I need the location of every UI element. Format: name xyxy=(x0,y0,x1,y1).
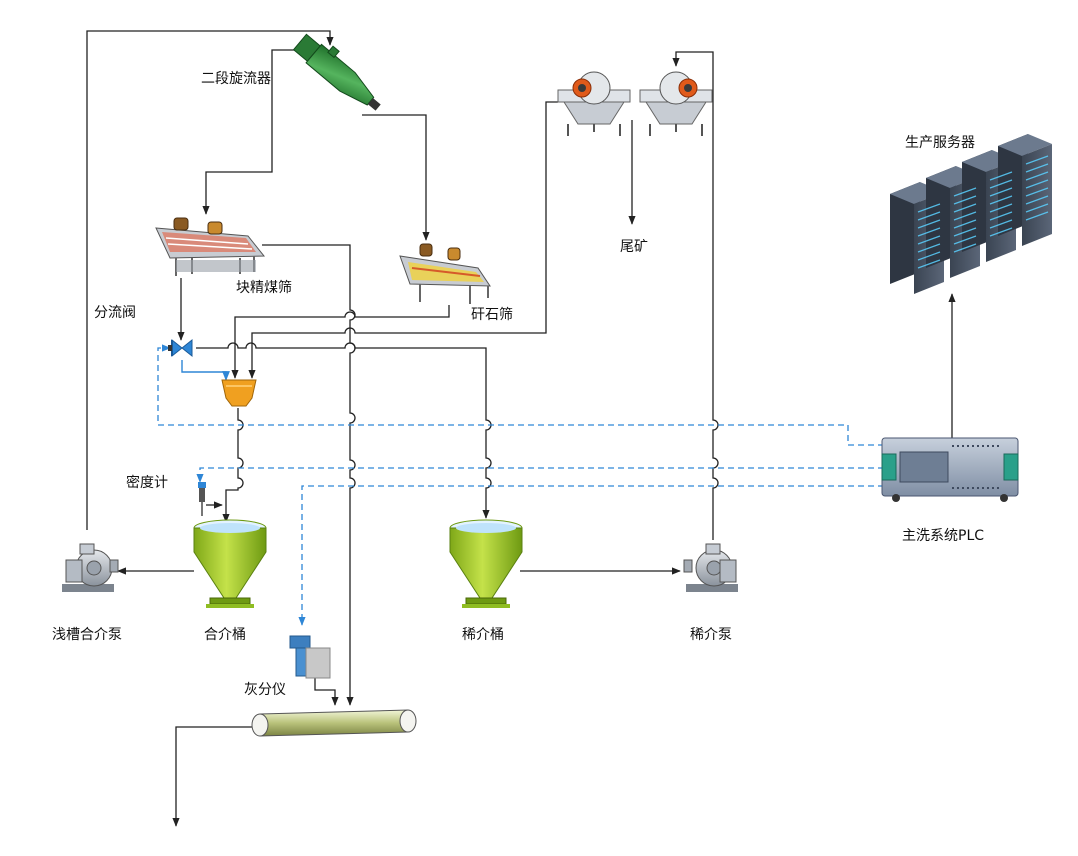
dilute-medium-pump-label: 稀介泵 xyxy=(690,627,732,643)
server-rack-icon xyxy=(890,134,1052,294)
process-lines xyxy=(86,30,956,827)
valve-to-hopper-link xyxy=(181,360,230,381)
cone-tank-icon xyxy=(193,519,267,608)
cyclone-icon xyxy=(292,33,381,111)
plc-to-densimeter-signal xyxy=(196,467,884,483)
magnetic-separator-icon xyxy=(557,71,631,136)
magnetic-separator-icon xyxy=(639,71,713,136)
ash-analyzer-label: 灰分仪 xyxy=(244,682,286,698)
gangue-screen-to-hopper-line xyxy=(231,305,450,379)
valve-to-dilute-tank-line xyxy=(196,342,492,519)
pump-to-cyclone-line xyxy=(86,30,334,530)
vibrating-screen-icon xyxy=(399,243,491,304)
gangue-screen-label: 矸石筛 xyxy=(471,307,513,323)
qualified-medium-tank-label: 合介桶 xyxy=(204,627,246,643)
separator-to-hopper-line xyxy=(248,101,558,379)
production-server-label: 生产服务器 xyxy=(905,135,975,151)
cyclone-to-gangue-screen-line xyxy=(362,114,430,241)
densimeter-label: 密度计 xyxy=(126,475,168,491)
centrifugal-pump-icon xyxy=(62,543,119,592)
shallow-slot-pump-label: 浅槽合介泵 xyxy=(52,627,122,643)
cyclone-label: 二段旋流器 xyxy=(201,71,271,87)
vibrating-screen-icon xyxy=(155,217,266,276)
cone-tank-icon xyxy=(449,519,523,608)
plc-to-analyzer-signal xyxy=(298,485,884,626)
main-plc-label: 主洗系统PLC xyxy=(902,528,985,544)
plc-controller-icon xyxy=(881,437,1019,502)
lump-clean-screen-label: 块精煤筛 xyxy=(236,280,292,296)
dilute-medium-tank-label: 稀介桶 xyxy=(462,627,504,643)
belt-conveyor-icon xyxy=(251,709,417,737)
density-meter-icon xyxy=(198,482,206,516)
diverter-valve-label: 分流阀 xyxy=(94,305,136,321)
hopper-icon xyxy=(221,379,257,407)
centrifugal-pump-icon xyxy=(683,543,738,592)
ash-analyzer-icon xyxy=(289,635,331,679)
butterfly-valve-icon xyxy=(168,338,193,358)
plc-to-valve-signal xyxy=(157,344,884,446)
clean-screen-to-conveyor-line xyxy=(262,244,356,706)
analyzer-to-conveyor-line xyxy=(314,678,339,706)
signal-lines xyxy=(157,344,884,626)
tailings-label: 尾矿 xyxy=(620,239,648,255)
conveyor-discharge-line xyxy=(172,726,252,827)
dilute-pump-to-separator-line xyxy=(672,51,719,540)
cyclone-to-clean-screen-line xyxy=(202,49,303,215)
